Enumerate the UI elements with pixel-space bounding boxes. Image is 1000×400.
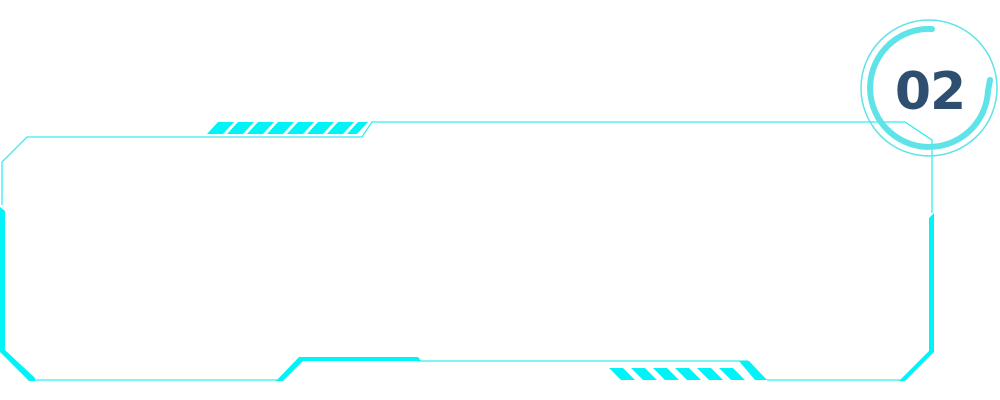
frame-thin-outline: [1, 121, 933, 381]
badge-progress-arc: [867, 25, 991, 150]
top-stripes: [207, 122, 368, 134]
badge-number: 02: [895, 62, 965, 122]
badge-arc-cap: [985, 77, 993, 94]
number-badge: 02: [860, 19, 998, 157]
badge-outer-ring: [860, 19, 998, 157]
bottom-stripes: [609, 361, 767, 380]
panel-content: [20, 150, 910, 350]
